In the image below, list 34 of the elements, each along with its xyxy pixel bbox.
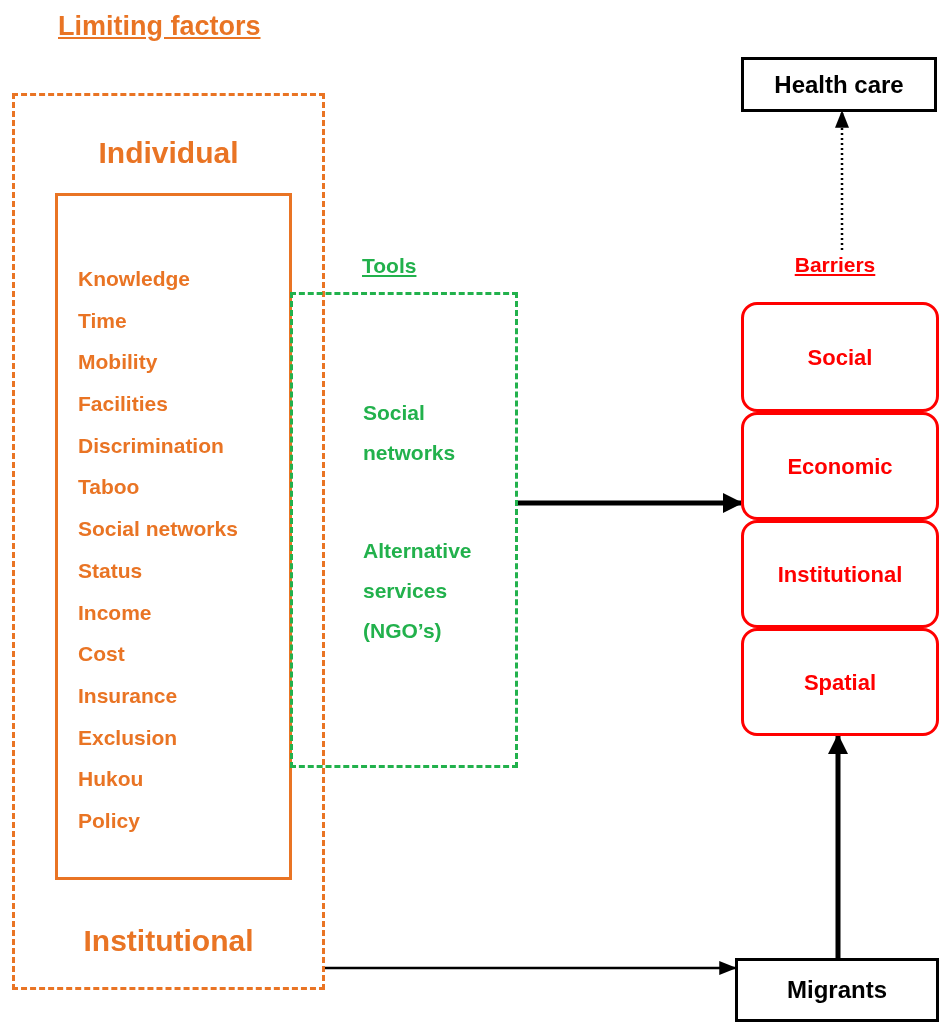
arrow bbox=[828, 734, 848, 958]
tools-heading: Tools bbox=[362, 253, 417, 279]
arrow bbox=[325, 961, 737, 975]
arrow bbox=[518, 493, 743, 513]
dashed-tools-box bbox=[290, 292, 518, 768]
barrier-box: Economic bbox=[741, 412, 939, 520]
diagram-title: Limiting factors bbox=[58, 10, 261, 43]
barrier-box: Spatial bbox=[741, 628, 939, 736]
factor-item: Status bbox=[78, 557, 144, 584]
tool-item: Social networks bbox=[363, 400, 457, 466]
group-heading: Institutional bbox=[82, 923, 255, 959]
factor-item: Social networks bbox=[78, 516, 239, 543]
barriers-heading: Barriers bbox=[770, 250, 900, 280]
factor-item: Insurance bbox=[78, 682, 179, 709]
factor-item: Policy bbox=[78, 807, 141, 834]
barrier-box: Institutional bbox=[741, 520, 939, 628]
factor-item: Hukou bbox=[78, 766, 145, 793]
factor-item: Income bbox=[78, 599, 153, 626]
barrier-box: Social bbox=[741, 302, 939, 412]
label-box: Health care bbox=[741, 57, 937, 112]
factor-item: Exclusion bbox=[78, 724, 179, 751]
factor-list-box bbox=[55, 193, 292, 880]
label-box: Migrants bbox=[735, 958, 939, 1022]
factor-item: Mobility bbox=[78, 349, 159, 376]
group-heading: Individual bbox=[97, 135, 240, 171]
factor-item: Discrimination bbox=[78, 432, 225, 459]
factor-item: Time bbox=[78, 307, 128, 334]
tool-item: Alternative services (NGO’s) bbox=[363, 538, 473, 644]
factor-item: Taboo bbox=[78, 474, 141, 501]
arrow bbox=[835, 110, 849, 250]
factor-item: Facilities bbox=[78, 391, 169, 418]
factor-item: Cost bbox=[78, 641, 126, 668]
dashed-group-box bbox=[12, 93, 325, 990]
factor-item: Knowledge bbox=[78, 266, 191, 292]
